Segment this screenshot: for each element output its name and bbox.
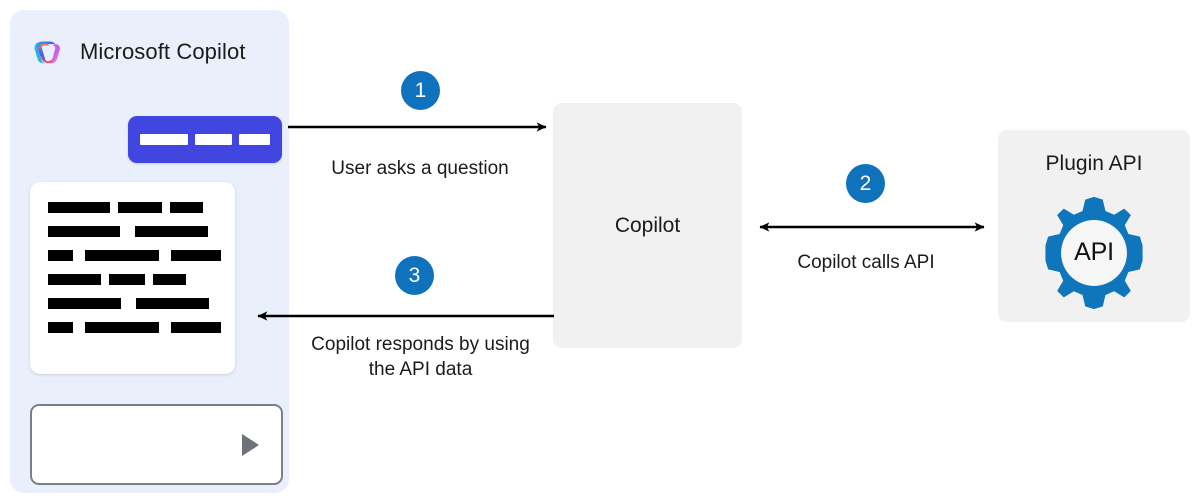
text-segment xyxy=(118,202,162,213)
arrow-caption-2: Copilot calls API xyxy=(797,252,935,273)
arrow-step-2 xyxy=(759,222,985,232)
gear-icon: API xyxy=(1033,192,1155,314)
step-badge-2: 2 xyxy=(846,164,885,203)
step-badge-1: 1 xyxy=(401,71,440,110)
text-segment xyxy=(153,274,186,285)
arrow-caption-3: Copilot responds by using the API data xyxy=(311,334,530,381)
panel-title: Microsoft Copilot xyxy=(80,39,246,64)
text-segment xyxy=(48,322,73,333)
text-segment xyxy=(85,250,159,261)
step-badge-3: 3 xyxy=(395,256,434,295)
user-message-bubble xyxy=(128,116,282,163)
arrow-step-1 xyxy=(288,122,547,132)
plugin-api-node-label: Plugin API xyxy=(1045,152,1143,175)
message-bar xyxy=(195,134,232,145)
text-segment xyxy=(48,226,120,237)
text-line xyxy=(48,202,221,213)
text-segment xyxy=(135,226,208,237)
text-line xyxy=(48,226,221,237)
text-segment xyxy=(109,274,145,285)
text-line xyxy=(48,322,221,333)
text-line xyxy=(48,298,221,309)
message-bar xyxy=(140,134,188,145)
text-segment xyxy=(48,202,110,213)
text-segment xyxy=(48,298,121,309)
copilot-node-label: Copilot xyxy=(614,213,681,237)
text-segment xyxy=(171,322,221,333)
arrow-caption-1: User asks a question xyxy=(331,158,509,179)
arrow-step-3 xyxy=(257,311,554,321)
message-bar xyxy=(239,134,270,145)
text-segment xyxy=(48,274,101,285)
text-line xyxy=(48,274,221,285)
text-segment xyxy=(171,250,221,261)
send-triangle-icon[interactable] xyxy=(242,433,259,456)
prompt-input-box[interactable] xyxy=(30,404,283,485)
copilot-app-panel: Microsoft Copilot xyxy=(10,10,289,493)
text-segment xyxy=(48,250,73,261)
copilot-logo-icon xyxy=(34,41,60,64)
text-segment xyxy=(136,298,209,309)
gear-api-label: API xyxy=(1074,237,1114,266)
copilot-service-node: Copilot xyxy=(553,103,742,348)
text-segment xyxy=(170,202,203,213)
text-line xyxy=(48,250,221,261)
assistant-answer-card xyxy=(30,182,235,374)
panel-header: Microsoft Copilot xyxy=(30,34,246,70)
text-segment xyxy=(85,322,159,333)
plugin-api-node: Plugin API API xyxy=(998,130,1190,322)
